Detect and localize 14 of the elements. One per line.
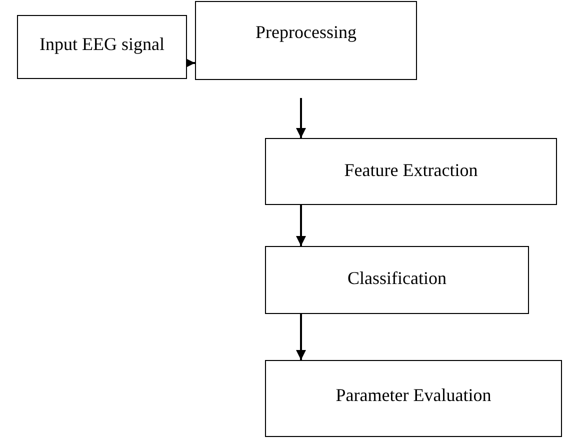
arrow [185,58,195,68]
process-box [17,15,187,79]
process-box [195,1,417,80]
box-label: Classification [348,268,446,290]
process-box [265,360,562,437]
arrow [296,314,306,360]
process-box [265,138,557,205]
box-label: Preprocessing [256,22,356,44]
box-label: Parameter Evaluation [336,385,492,407]
process-box [265,246,529,314]
box-label: Feature Extraction [344,160,478,182]
box-label: Input EEG signal [40,34,164,56]
arrow [296,98,306,138]
arrow [296,205,306,246]
